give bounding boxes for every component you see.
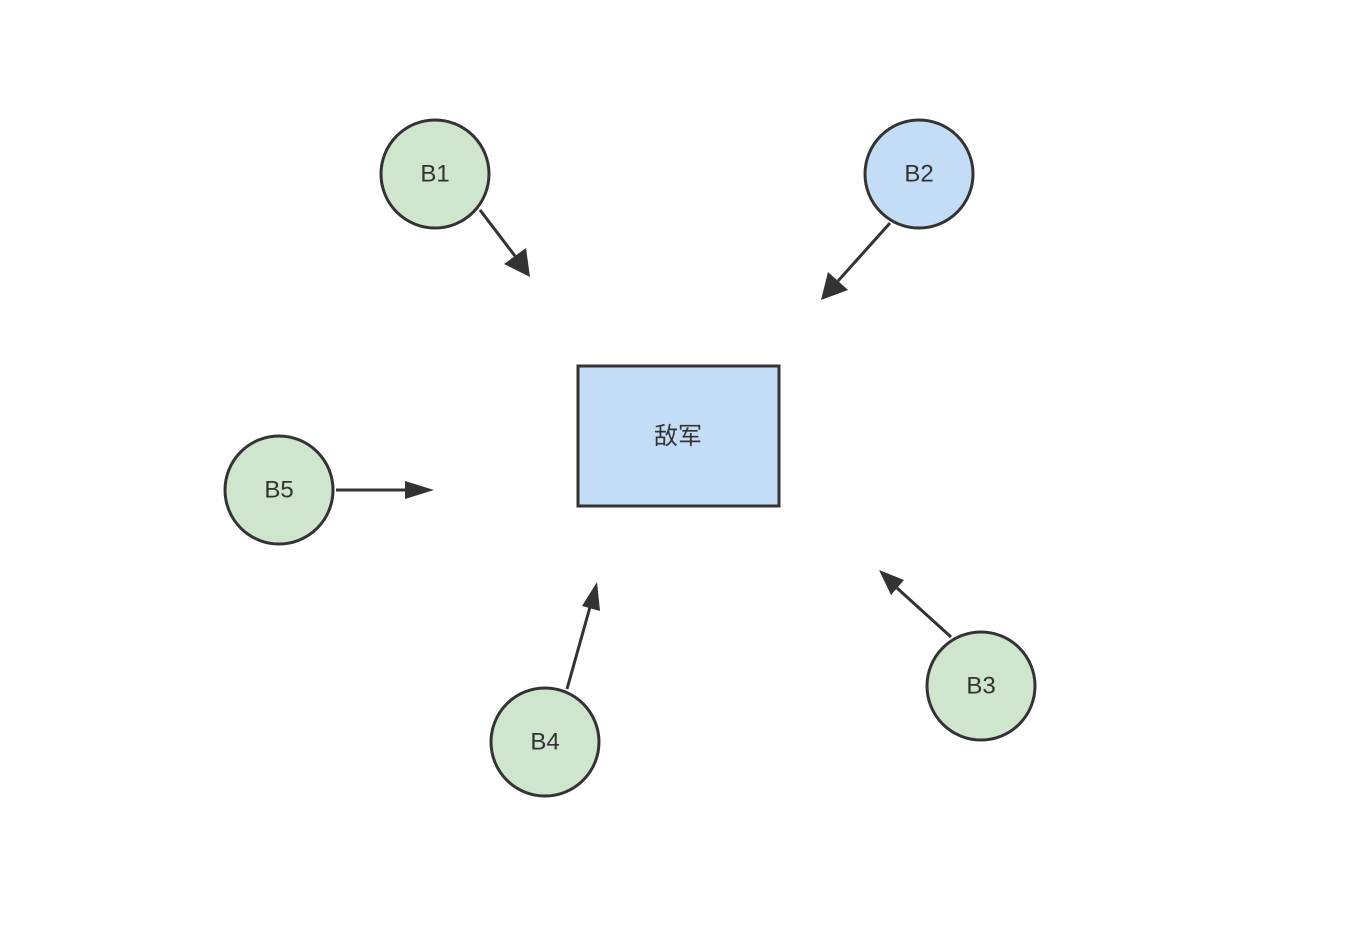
node-b2-circle xyxy=(863,118,975,230)
edges xyxy=(336,209,953,690)
node-b3[interactable]: B3 xyxy=(925,630,1037,742)
node-b4[interactable]: B4 xyxy=(489,686,601,798)
node-b4-circle xyxy=(489,686,601,798)
edge-b1-enemy xyxy=(478,209,530,277)
enemy-node[interactable]: 敌军 xyxy=(576,364,781,508)
node-b4-label: B4 xyxy=(530,729,559,756)
edge-b3-enemy xyxy=(879,570,953,639)
nodes: B1 B2 B3 B4 B5 xyxy=(223,118,1037,798)
node-b3-circle xyxy=(925,630,1037,742)
node-b5[interactable]: B5 xyxy=(223,434,335,546)
edge-line xyxy=(565,606,592,690)
node-b2[interactable]: B2 xyxy=(863,118,975,230)
node-b3-label: B3 xyxy=(966,673,995,700)
arrowhead-icon xyxy=(504,248,530,277)
arrowhead-icon xyxy=(405,481,434,499)
node-b5-circle xyxy=(223,434,335,546)
node-b5-label: B5 xyxy=(264,477,293,504)
enemy-box xyxy=(576,364,781,508)
enemy-label: 敌军 xyxy=(654,422,702,450)
node-b2-label: B2 xyxy=(904,161,933,188)
edge-line xyxy=(895,586,953,639)
edge-b2-enemy xyxy=(821,221,892,300)
node-b1-circle xyxy=(379,118,491,230)
edge-line xyxy=(836,221,892,283)
arrowhead-icon xyxy=(879,570,904,595)
edge-b4-enemy xyxy=(565,582,600,690)
arrowhead-icon xyxy=(582,582,600,611)
edge-line xyxy=(478,209,517,257)
node-b1[interactable]: B1 xyxy=(379,118,491,230)
node-b1-label: B1 xyxy=(420,161,449,188)
arrowhead-icon xyxy=(821,272,848,300)
edge-b5-enemy xyxy=(336,481,434,499)
